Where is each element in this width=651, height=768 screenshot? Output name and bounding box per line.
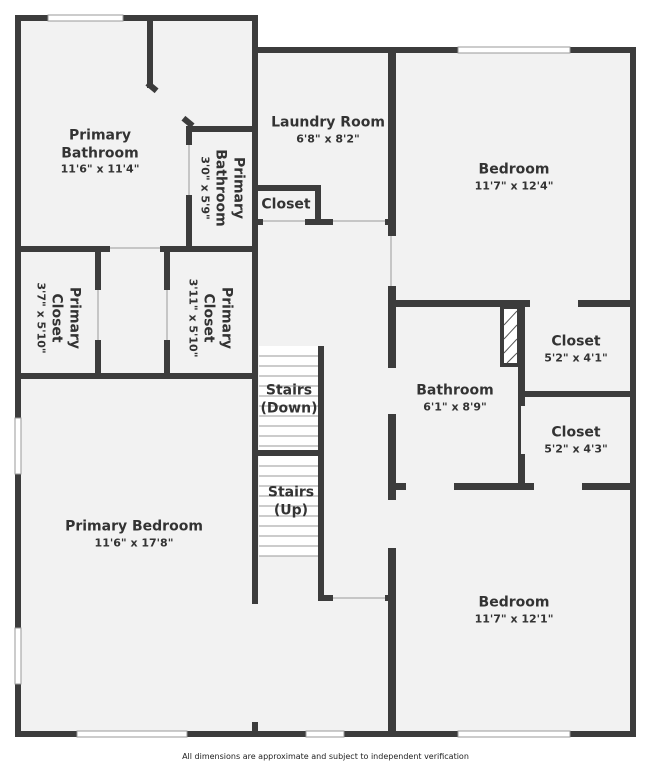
room-name: Laundry Room <box>271 114 385 131</box>
room-dimensions: 3'7" x 5'10" <box>34 282 48 354</box>
room-dimensions: 5'2" x 4'1" <box>544 350 608 364</box>
room-name: Primary <box>218 286 235 350</box>
disclaimer: All dimensions are approximate and subje… <box>182 752 469 761</box>
windows <box>14 14 571 738</box>
room-name: Closet <box>200 293 217 343</box>
room-primary-bathroom-small: Primary Bathroom 3'0" x 5'9" <box>198 149 247 227</box>
room-closet-right-1: Closet 5'2" x 4'1" <box>544 333 608 364</box>
room-name: (Down) <box>260 400 318 416</box>
room-bedroom-top: Bedroom 11'7" x 12'4" <box>475 161 554 192</box>
room-name: Bedroom <box>478 161 550 178</box>
chimney <box>500 305 521 367</box>
room-name: Primary Bedroom <box>65 518 203 535</box>
room-dimensions: 11'7" x 12'4" <box>474 178 554 192</box>
room-name: Primary <box>230 156 247 220</box>
room-bathroom: Bathroom 6'1" x 8'9" <box>416 382 494 413</box>
room-name: Stairs <box>267 484 315 501</box>
room-dimensions: 11'7" x 12'1" <box>474 611 554 625</box>
room-primary-closet-left: Primary Closet 3'7" x 5'10" <box>34 282 83 354</box>
stairs-up-label: Stairs (Up) <box>268 485 314 520</box>
room-dimensions: 3'0" x 5'9" <box>198 156 212 220</box>
room-primary-closet-right: Primary Closet 3'11" x 5'10" <box>186 278 235 358</box>
room-primary-bedroom: Primary Bedroom 11'6" x 17'8" <box>65 518 203 549</box>
room-primary-bathroom: Primary Bathroom 11'6" x 11'4" <box>61 128 140 177</box>
room-name: Closet <box>261 196 311 213</box>
room-name: Closet <box>48 293 65 343</box>
room-dimensions: 6'1" x 8'9" <box>423 399 487 413</box>
room-dimensions: 11'6" x 17'8" <box>94 535 174 549</box>
room-dimensions: 11'6" x 11'4" <box>60 162 140 176</box>
room-name: Closet <box>551 424 601 441</box>
stairs-down-label: Stairs (Down) <box>261 383 318 418</box>
room-dimensions: 5'2" x 4'3" <box>544 441 608 455</box>
room-dimensions: 6'8" x 8'2" <box>296 131 360 145</box>
room-name: Bathroom <box>61 145 139 162</box>
room-laundry: Laundry Room 6'8" x 8'2" <box>271 114 385 145</box>
room-name: (Up) <box>273 502 309 518</box>
opening-edges <box>97 145 392 599</box>
room-name: Primary <box>68 127 132 144</box>
stairs-up-graphic <box>259 456 321 557</box>
stairs-down-graphic <box>259 346 321 450</box>
room-name: Primary <box>66 286 83 350</box>
room-dimensions: 3'11" x 5'10" <box>186 278 200 358</box>
room-name: Bathroom <box>212 149 229 227</box>
room-closet-right-2: Closet 5'2" x 4'3" <box>544 424 608 455</box>
room-closet-top: Closet <box>261 196 310 214</box>
room-name: Stairs <box>265 382 313 399</box>
room-name: Bedroom <box>478 594 550 611</box>
room-name: Bathroom <box>416 382 494 399</box>
room-name: Closet <box>551 333 601 350</box>
room-bedroom-bottom: Bedroom 11'7" x 12'1" <box>475 594 554 625</box>
